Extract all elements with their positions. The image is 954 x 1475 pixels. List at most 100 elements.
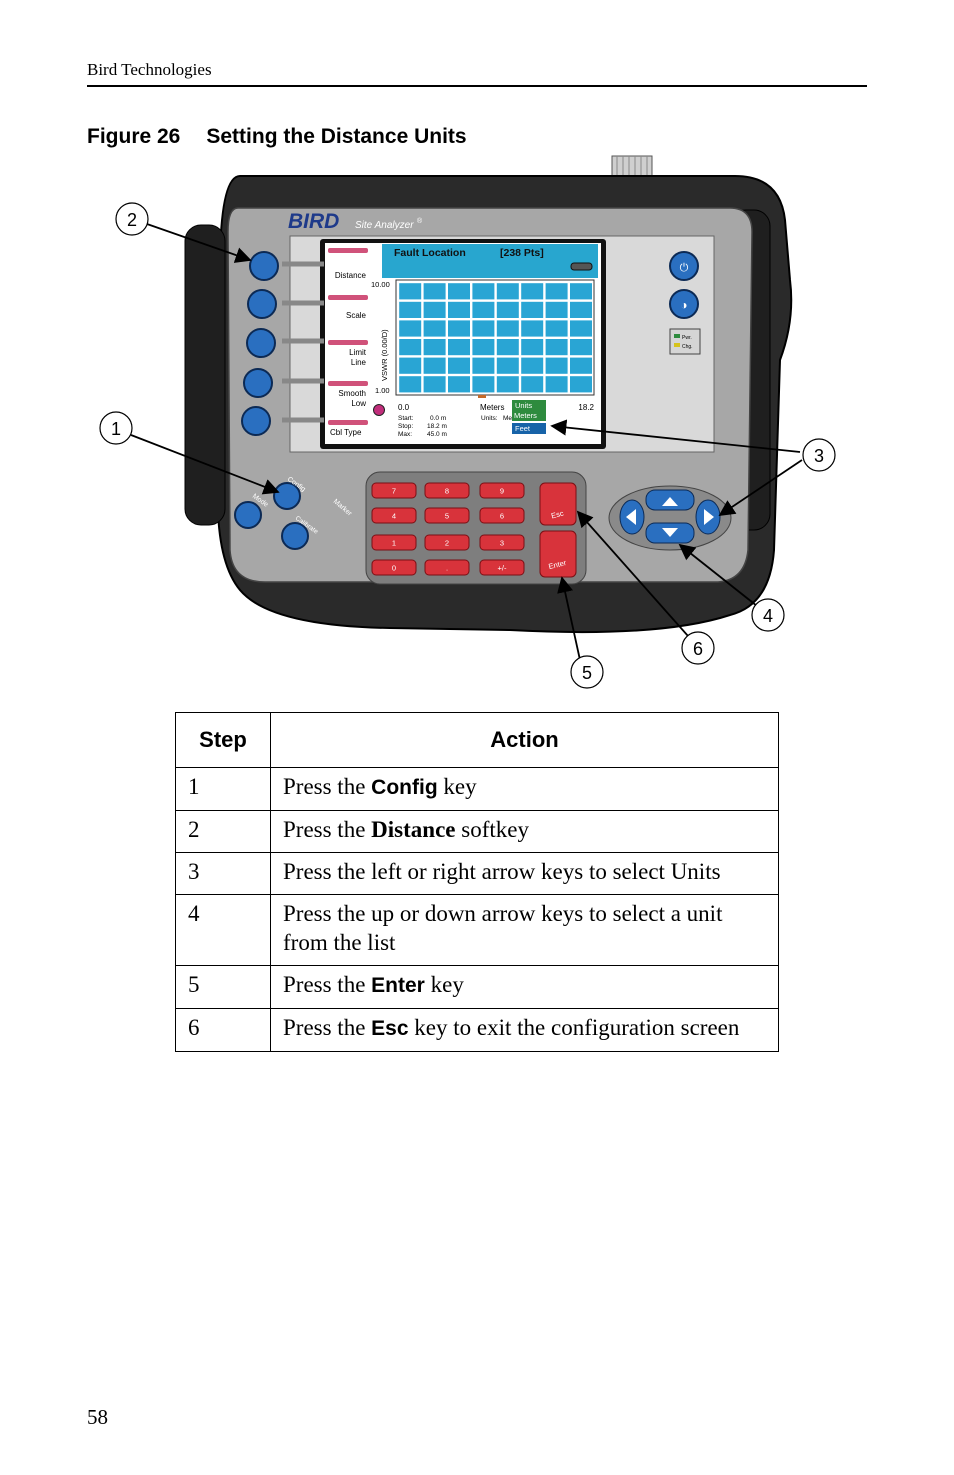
action-key: Esc bbox=[371, 1017, 409, 1040]
keypad-key[interactable] bbox=[479, 507, 525, 524]
keypad-key[interactable] bbox=[371, 482, 417, 499]
power-status-panel bbox=[669, 328, 701, 355]
arrow-left-icon bbox=[626, 509, 636, 525]
callout-2 bbox=[115, 202, 149, 236]
step-action: Press the Esc key to exit the configurat… bbox=[270, 1008, 779, 1052]
callout-6-label: 6 bbox=[693, 639, 703, 659]
grid-cell bbox=[448, 357, 470, 374]
menu-item-units[interactable]: Units bbox=[515, 401, 532, 410]
grid-cell bbox=[570, 320, 592, 337]
keypad-key[interactable] bbox=[424, 482, 470, 499]
keypad-key[interactable] bbox=[424, 507, 470, 524]
screen-title-bar bbox=[382, 244, 598, 278]
table-row: 1 Press the Config key bbox=[175, 767, 779, 811]
grid-cell bbox=[399, 301, 422, 318]
esc-key[interactable] bbox=[539, 482, 577, 526]
callout-5 bbox=[570, 655, 604, 689]
softkey-cbl-type-button[interactable] bbox=[241, 406, 271, 436]
keypad-key-label: 2 bbox=[445, 539, 449, 548]
action-key: Distance bbox=[371, 817, 456, 842]
grid-cell bbox=[545, 301, 568, 318]
grid-cell bbox=[496, 376, 519, 393]
menu-item-meters[interactable]: Meters bbox=[514, 411, 537, 420]
enter-key[interactable] bbox=[539, 530, 577, 578]
callout-leaders bbox=[130, 223, 803, 661]
softkey-smooth-low-button[interactable] bbox=[243, 368, 273, 398]
table-row: 2 Press the Distance softkey bbox=[175, 810, 779, 853]
softkey-label-limit: Limit bbox=[349, 348, 367, 357]
grid-cell bbox=[472, 283, 495, 300]
pwr-led-icon bbox=[674, 334, 680, 338]
figure-caption: Setting the Distance Units bbox=[206, 125, 467, 148]
grid-cell bbox=[521, 320, 544, 337]
step-number: 6 bbox=[175, 1008, 271, 1052]
table-row: 5 Press the Enter key bbox=[175, 965, 779, 1009]
grid-cell bbox=[496, 339, 519, 356]
keypad-key[interactable] bbox=[479, 534, 525, 551]
y-top-label: 10.00 bbox=[371, 280, 390, 289]
callout-1 bbox=[99, 411, 133, 445]
page-number: 58 bbox=[87, 1405, 108, 1429]
softkey-label-low: Low bbox=[351, 399, 366, 408]
softkey-limit-line-button[interactable] bbox=[246, 328, 276, 358]
grid-cell bbox=[472, 357, 495, 374]
callout-1-label: 1 bbox=[111, 419, 121, 439]
config-key[interactable] bbox=[273, 482, 301, 510]
grid-cell bbox=[448, 320, 470, 337]
softkey-distance-button[interactable] bbox=[249, 251, 279, 281]
power-button[interactable] bbox=[669, 251, 699, 281]
y-axis-label: VSWR (0.00/D) bbox=[380, 329, 389, 381]
callout-4 bbox=[751, 598, 785, 632]
device-figure: BIRD Site Analyzer ® Distance Scale Limi… bbox=[90, 150, 850, 695]
grid-cell bbox=[472, 301, 495, 318]
arrow-down-icon bbox=[662, 528, 678, 537]
grid-cell bbox=[472, 320, 495, 337]
keypad-key[interactable] bbox=[479, 559, 525, 576]
screen-points: [238 Pts] bbox=[500, 247, 544, 259]
action-text: Press the bbox=[283, 972, 372, 997]
step-number: 3 bbox=[175, 852, 271, 895]
header-step: Step bbox=[175, 712, 271, 768]
figure-label: Figure 26 bbox=[87, 125, 181, 148]
keypad-key-label: 6 bbox=[500, 512, 504, 521]
running-header: Bird Technologies bbox=[87, 60, 212, 79]
header-rule bbox=[87, 85, 867, 87]
grid-cell bbox=[399, 283, 422, 300]
grid-cell bbox=[423, 283, 446, 300]
keypad-key[interactable] bbox=[424, 559, 470, 576]
keypad-key[interactable] bbox=[424, 534, 470, 551]
step-number: 2 bbox=[175, 810, 271, 853]
grid-cell bbox=[423, 376, 446, 393]
units-value: Me bbox=[503, 415, 512, 422]
contrast-button[interactable] bbox=[669, 289, 699, 319]
action-text: Press the left or right arrow keys to se… bbox=[283, 859, 721, 884]
softkey-scale-button[interactable] bbox=[247, 289, 277, 319]
info-label-start: Start: bbox=[398, 415, 414, 422]
grid-cell bbox=[472, 376, 495, 393]
steps-table: Step Action 1 Press the Config key 2 Pre… bbox=[175, 712, 779, 1052]
mode-key[interactable] bbox=[234, 501, 262, 529]
grid-cell bbox=[521, 376, 544, 393]
callouts: 1 2 3 4 5 6 bbox=[99, 202, 836, 689]
grid-cell bbox=[399, 376, 422, 393]
callout-4-label: 4 bbox=[763, 606, 773, 626]
grid-cell bbox=[448, 339, 470, 356]
action-key: Config bbox=[371, 776, 438, 799]
screen-title: Fault Location bbox=[394, 247, 466, 259]
keypad-key[interactable] bbox=[479, 482, 525, 499]
keypad-key[interactable] bbox=[371, 507, 417, 524]
keypad-key-label: . bbox=[446, 564, 448, 573]
esc-key-label: Esc bbox=[550, 509, 565, 521]
step-action: Press the Distance softkey bbox=[270, 810, 779, 853]
x-end-label: 18.2 bbox=[578, 403, 594, 412]
brand-logo: BIRD bbox=[288, 210, 339, 233]
keypad-key[interactable] bbox=[371, 534, 417, 551]
enter-key-label: Enter bbox=[548, 558, 568, 571]
pwr-label: Pwr. bbox=[682, 335, 692, 341]
calibrate-key[interactable] bbox=[281, 522, 309, 550]
left-grip bbox=[184, 224, 226, 526]
menu-item-feet[interactable]: Feet bbox=[515, 424, 531, 433]
keypad-key[interactable] bbox=[371, 559, 417, 576]
menu-item-units-bg bbox=[512, 400, 546, 410]
grid-cell bbox=[570, 301, 592, 318]
